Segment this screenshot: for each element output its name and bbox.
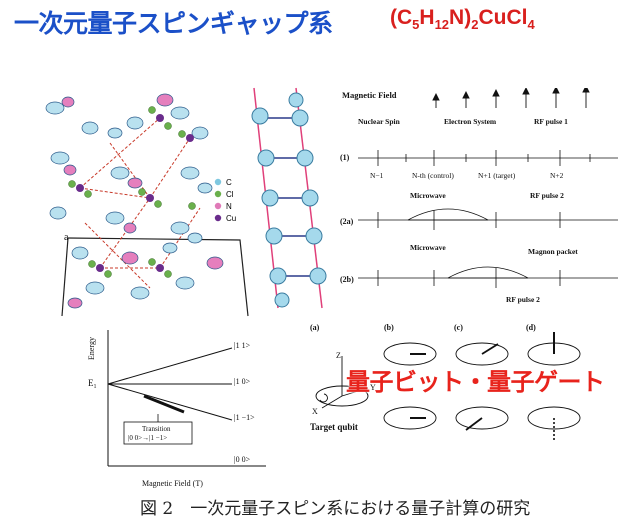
site-n-minus-1: N−1 <box>370 171 384 180</box>
microwave-label-2b: Microwave <box>410 243 446 252</box>
chemical-formula: (C5H12N)2CuCl4 <box>390 6 535 33</box>
row-1-spin-chain <box>358 150 618 166</box>
site-n-control: N-th (control) <box>412 171 454 180</box>
legend-swatch-n <box>214 202 222 210</box>
field-axis-label: Magnetic Field (T) <box>142 479 203 488</box>
transition-expression: |0 0>→|1 −1> <box>128 434 167 442</box>
copper-atoms <box>76 114 194 272</box>
upper-bloch-spheres <box>383 332 581 366</box>
panel-label-c: (c) <box>454 323 463 332</box>
microwave-excitation-2a <box>407 208 489 221</box>
x-axis-label: X <box>312 407 318 416</box>
legend-label-n: N <box>226 202 232 211</box>
target-qubit-label: Target qubit <box>310 422 358 432</box>
target-qubit-sphere <box>315 356 369 409</box>
panel-label-d: (d) <box>526 323 536 332</box>
legend-label-cl: Cl <box>226 190 234 199</box>
zeeman-levels <box>107 347 233 467</box>
quantum-bit-gate-overlay: 量子ビット・量子ゲート <box>346 368 605 396</box>
panel-label-a: (a) <box>310 323 320 332</box>
field-arrows <box>432 88 590 108</box>
microwave-label-2a: Microwave <box>410 191 446 200</box>
y-axis-label: Y <box>370 383 376 392</box>
energy-axes <box>107 330 266 467</box>
rf-pulse-1-label: RF pulse 1 <box>534 117 568 126</box>
level-label-1-minus1: |1 −1> <box>234 413 255 422</box>
energy-axis-label: Energy <box>87 337 96 360</box>
level-label-1-0: |1 0> <box>234 377 251 386</box>
panel-label-b: (b) <box>384 323 394 332</box>
legend-label-c: C <box>226 178 232 187</box>
row-2a-spin-chain <box>358 210 618 230</box>
energy-e1-label: E1 <box>88 378 97 390</box>
figure-caption: 図 2 一次元量子スピン系における量子計算の研究 <box>140 499 531 519</box>
legend-swatch-cu <box>214 214 222 222</box>
site-n-plus-1-target: N+1 (target) <box>478 171 516 180</box>
molecule-clusters <box>45 93 224 309</box>
legend-label-cu: Cu <box>226 214 236 223</box>
magnon-packet-label: Magnon packet <box>528 247 578 256</box>
ladder-spins <box>251 92 327 308</box>
chlorine-atoms <box>68 106 196 278</box>
nuclear-spin-label: Nuclear Spin <box>358 117 401 126</box>
axis-label-a: a <box>64 232 69 243</box>
unit-cell-outline <box>61 237 249 317</box>
legend-swatch-cl <box>214 190 222 198</box>
z-axis-label: Z <box>336 351 341 360</box>
level-label-1-1: |1 1> <box>234 341 251 350</box>
spin-ladder-panel <box>251 87 327 309</box>
rf-pulse-2b-label: RF pulse 2 <box>506 295 540 304</box>
rf-pulse-2a-label: RF pulse 2 <box>530 191 564 200</box>
row-2b-spin-chain <box>358 268 618 288</box>
row-2a-label: (2a) <box>340 217 354 226</box>
legend-swatch-c <box>214 178 222 186</box>
dashed-bonds <box>79 117 201 289</box>
nmr-scheme-panel: Magnetic Field Nuclear Spin Electron Sys… <box>340 88 618 304</box>
magnon-packet <box>447 266 529 279</box>
crystal-structure-panel: a C Cl N Cu <box>45 93 249 317</box>
level-label-0-0: |0 0> <box>234 455 251 464</box>
energy-level-panel: Energy Magnetic Field (T) E1 |1 1> |1 0>… <box>87 330 266 488</box>
site-n-plus-2: N+2 <box>550 171 564 180</box>
transition-label: Transition <box>142 425 171 433</box>
transition-arrow <box>143 394 185 414</box>
row-2b-label: (2b) <box>340 275 354 284</box>
bloch-sphere-panel: (a) (b) (c) (d) Z Y X Target qubit <box>310 323 581 442</box>
lower-bloch-spheres <box>383 406 581 442</box>
magnetic-field-label: Magnetic Field <box>342 90 397 100</box>
atom-legend: C Cl N Cu <box>214 178 236 223</box>
figure-title-japanese: 一次元量子スピンギャップ系 <box>14 9 333 38</box>
electron-system-label: Electron System <box>444 117 497 126</box>
row-1-label: (1) <box>340 153 350 162</box>
